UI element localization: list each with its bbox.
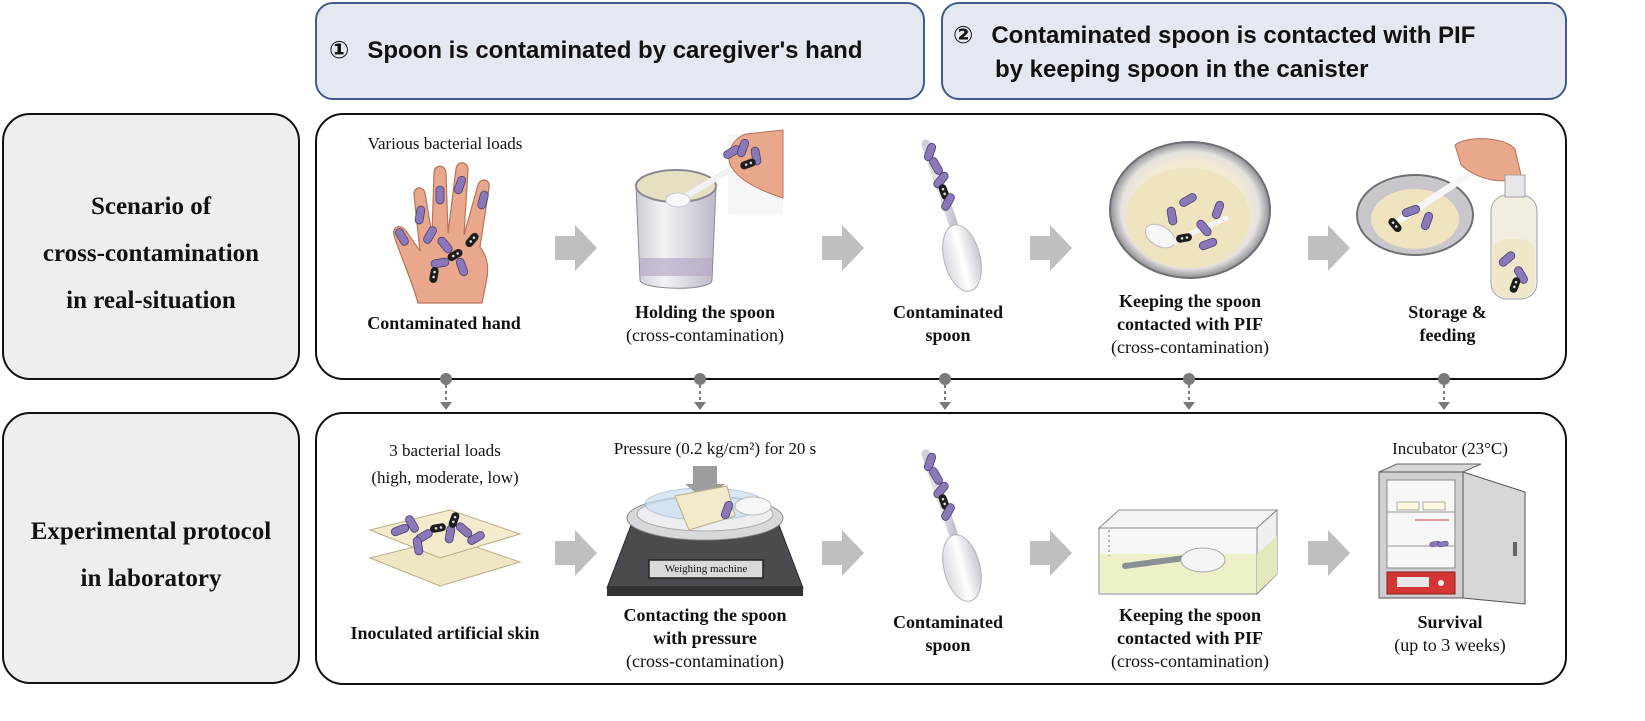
arrow-icon [822,530,864,576]
header-step-2-line-1: Contaminated spoon is contacted with PIF [991,22,1476,49]
header-step-1: ① Spoon is contaminated by caregiver's ha… [315,2,925,100]
connector-arrow-icon [939,373,951,410]
artificial-skin-image [368,509,522,587]
protocol-step-2-caption-line-2: with pressure [653,628,757,648]
spoon-in-pif-bowl-image [1109,141,1271,279]
connector-arrow-icon [694,373,706,410]
storage-feeding-image [1356,138,1538,300]
row-label-scenario-line-1: Scenario of [90,193,212,220]
arrow-icon [555,530,597,576]
protocol-step-5-top-note: Incubator (23°C) [1392,439,1508,458]
protocol-step-1-top-note-line-1: 3 bacterial loads [389,441,501,460]
scenario-step-4-subcaption: (cross-contamination) [1111,337,1269,357]
arrow-icon [1308,225,1350,271]
protocol-step-5-caption: Survival [1417,612,1483,632]
row-label-scenario-line-2: cross-contamination [42,240,260,267]
protocol-step-2-subcaption: (cross-contamination) [626,651,784,671]
arrow-icon [1030,530,1072,576]
contaminated-spoon-image-2 [921,449,982,602]
header-step-2: ② Contaminated spoon is contacted with PI… [941,2,1567,100]
scenario-step-5-caption-line-1: Storage & [1408,302,1487,322]
scenario-step-2-caption: Holding the spoon [634,302,776,322]
scenario-step-4-caption-line-2: contacted with PIF [1117,314,1263,334]
protocol-panel [315,412,1567,685]
row-label-protocol-line-1: Experimental protocol [30,518,272,545]
protocol-step-2-top-note: Pressure (0.2 kg/cm²) for 20 s [613,439,817,458]
scenario-step-1-caption: Contaminated hand [367,313,521,333]
scenario-step-5-caption-line-2: feeding [1419,325,1476,345]
protocol-step-1-top-note-line-2: (high, moderate, low) [371,468,519,487]
holding-spoon-can-image [635,129,784,289]
scenario-step-3-caption-line-1: Contaminated [892,302,1003,322]
connector-arrow-icon [440,373,452,410]
row-label-scenario-line-3: in real-situation [66,287,236,314]
connector-arrow-icon [1438,373,1450,410]
scenario-step-3-caption-line-2: spoon [925,325,971,345]
arrow-icon [555,225,597,271]
arrow-icon [1030,225,1072,271]
protocol-step-4-caption-line-1: Keeping the spoon [1118,605,1262,625]
weighing-machine-image [606,466,804,596]
scenario-step-4-caption-line-1: Keeping the spoon [1118,291,1262,311]
protocol-step-4-subcaption: (cross-contamination) [1111,651,1269,671]
protocol-step-3-caption-line-1: Contaminated [892,612,1003,632]
scenario-step-1-top-note: Various bacterial loads [367,134,523,153]
protocol-step-5-subcaption: (up to 3 weeks) [1394,635,1506,655]
row-label-protocol-line-2: in laboratory [80,565,222,592]
row-label-protocol: Experimental protocol in laboratory [2,412,300,684]
header-step-2-line-2: by keeping spoon in the canister [995,56,1369,83]
row-label-scenario: Scenario of cross-contamination in real-… [2,113,300,380]
contaminated-hand-image [393,162,490,304]
arrow-icon [1308,530,1350,576]
scenario-panel [315,113,1567,380]
scenario-step-2-subcaption: (cross-contamination) [626,325,784,345]
incubator-image [1378,463,1526,605]
step-number-2: ② [953,22,974,49]
protocol-step-1-caption: Inoculated artificial skin [350,623,540,643]
container-spoon-pif-image [1097,508,1279,596]
protocol-step-2-caption-line-1: Contacting the spoon [623,605,787,625]
arrow-icon [822,225,864,271]
contaminated-spoon-image-1 [921,139,982,292]
scale-display-label: Weighing machine [664,563,748,575]
protocol-step-4-caption-line-2: contacted with PIF [1117,628,1263,648]
step-number-1: ① [329,37,350,64]
header-step-1-text: Spoon is contaminated by caregiver's han… [367,37,863,64]
connector-arrow-icon [1183,373,1195,410]
protocol-step-3-caption-line-2: spoon [925,635,971,655]
